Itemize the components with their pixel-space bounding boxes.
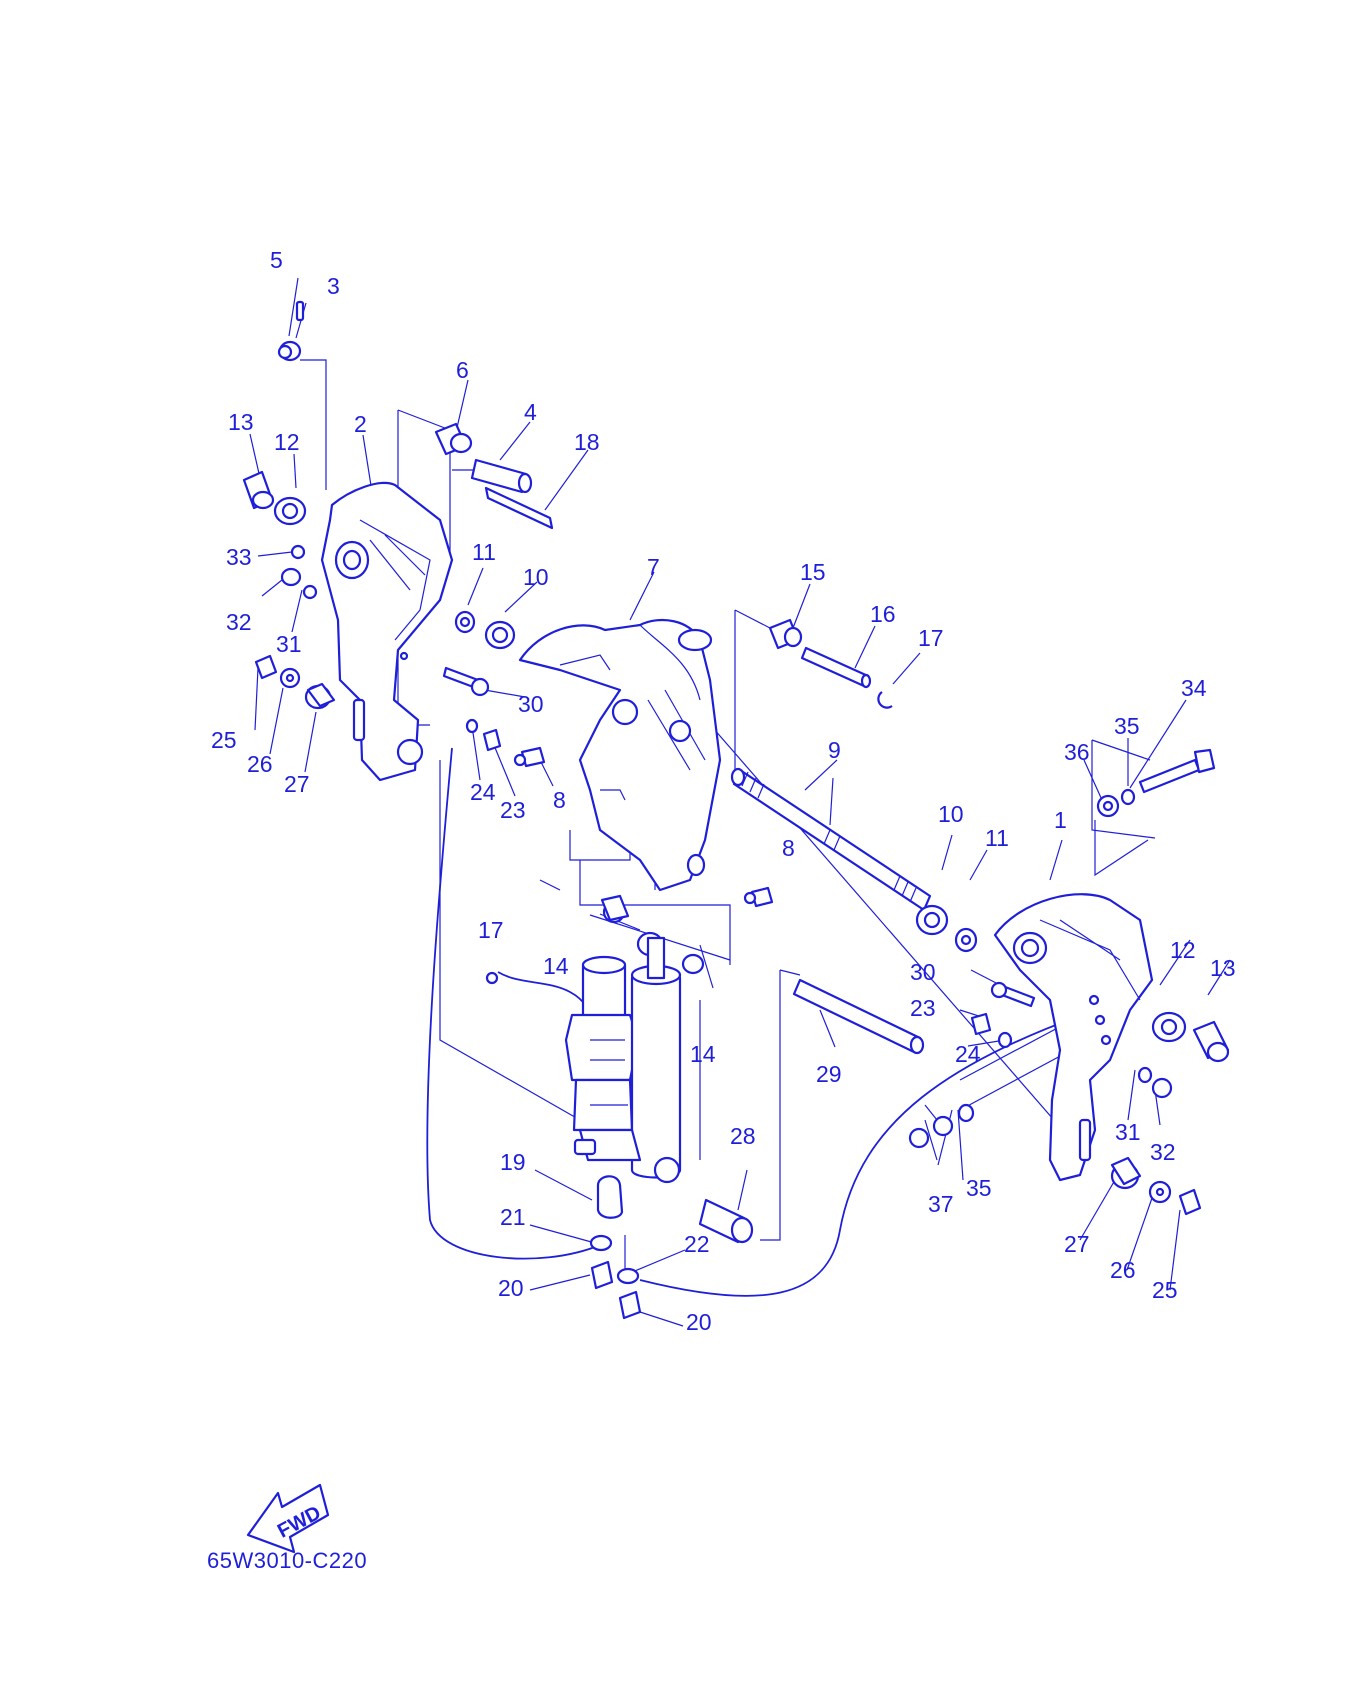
diagram-code: 65W3010-C220 — [207, 1548, 367, 1573]
callout: 26 — [1110, 1257, 1136, 1283]
callout: 28 — [730, 1123, 756, 1149]
callout: 5 — [270, 247, 283, 273]
callout: 35 — [966, 1175, 992, 1201]
callout: 25 — [211, 727, 237, 753]
callout: 13 — [228, 409, 254, 435]
callout: 24 — [955, 1041, 981, 1067]
callout: 37 — [928, 1191, 954, 1217]
callout: 12 — [274, 429, 300, 455]
callout: 22 — [684, 1231, 710, 1257]
callout: 32 — [1150, 1139, 1176, 1165]
callout: 3 — [327, 273, 340, 299]
callout: 20 — [686, 1309, 712, 1335]
leader-lines — [249, 277, 1231, 1327]
callout: 16 — [870, 601, 896, 627]
callout: 32 — [226, 609, 252, 635]
callout: 4 — [524, 399, 537, 425]
callout: 13 — [1210, 955, 1236, 981]
callout: 31 — [276, 631, 302, 657]
callout: 15 — [800, 559, 826, 585]
callout: 21 — [500, 1204, 526, 1230]
callout: 17 — [918, 625, 944, 651]
callout: 11 — [985, 825, 1009, 851]
part-shapes — [242, 300, 1230, 1320]
callout: 27 — [1064, 1231, 1090, 1257]
callout: 17 — [478, 917, 504, 943]
callout: 35 — [1114, 713, 1140, 739]
callout: 18 — [574, 429, 600, 455]
callout: 25 — [1152, 1277, 1178, 1303]
callout: 10 — [938, 801, 964, 827]
callout: 34 — [1181, 675, 1207, 701]
callout: 11 — [472, 539, 496, 565]
callout: 23 — [500, 797, 526, 823]
callout: 14 — [543, 953, 569, 979]
callout: 23 — [910, 995, 936, 1021]
callout: 30 — [910, 959, 936, 985]
callout: 12 — [1170, 937, 1196, 963]
callout: 14 — [690, 1041, 716, 1067]
callout-labels: 5 3 6 4 18 13 12 2 33 11 10 7 15 16 17 3… — [211, 247, 1236, 1335]
callout: 10 — [523, 564, 549, 590]
callout: 36 — [1064, 739, 1090, 765]
callout: 7 — [647, 554, 660, 580]
callout: 27 — [284, 771, 310, 797]
callout: 31 — [1115, 1119, 1141, 1145]
callout: 8 — [553, 787, 566, 813]
callout: 6 — [456, 357, 469, 383]
callout: 24 — [470, 779, 496, 805]
callout: 20 — [498, 1275, 524, 1301]
fwd-arrow-icon: FWD — [246, 1483, 330, 1554]
callout: 2 — [354, 411, 367, 437]
callout: 29 — [816, 1061, 842, 1087]
callout: 19 — [500, 1149, 526, 1175]
callout: 9 — [828, 737, 841, 763]
callout: 26 — [247, 751, 273, 777]
callout: 8 — [782, 835, 795, 861]
callout: 30 — [518, 691, 544, 717]
callout: 33 — [226, 544, 252, 570]
callout: 1 — [1054, 807, 1067, 833]
